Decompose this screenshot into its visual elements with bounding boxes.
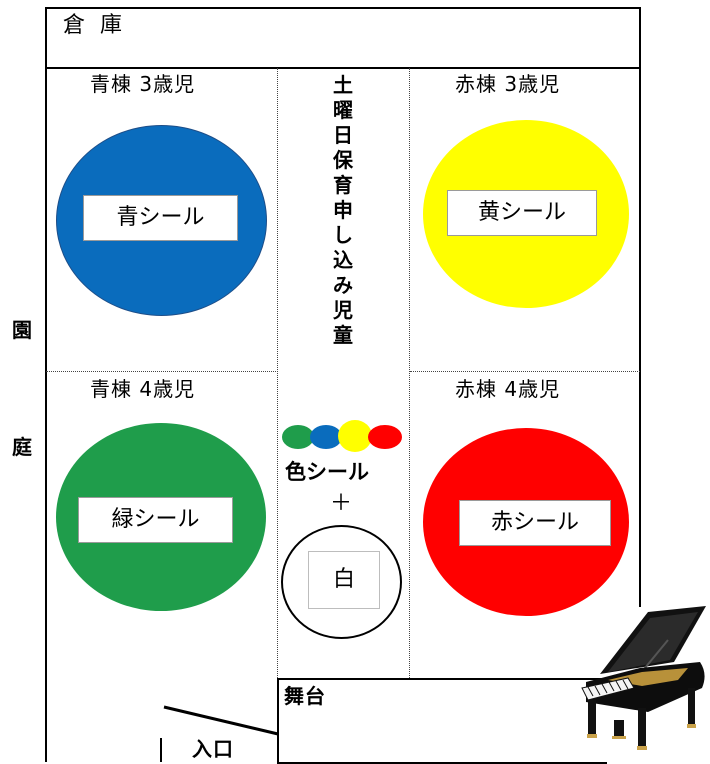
vertical-char: 童 [333,323,353,347]
stage-label: 舞台 [284,684,326,708]
vertical-char: 申 [333,198,353,222]
right-wall [639,7,641,607]
white-sticker-label: 白 [308,551,380,609]
sticker-label-red3: 黄シール [447,190,597,236]
room-title-blue3: 青棟 3歳児 [90,72,196,96]
room-title-blue4: 青棟 4歳児 [90,377,196,401]
sticker-label-blue4: 緑シール [78,497,233,543]
sticker-label-red4: 赤シール [459,500,611,546]
room-title-red3: 赤棟 3歳児 [455,72,561,96]
vertical-char: 込 [333,248,353,272]
storage-label: 倉 庫 [63,13,126,38]
vertical-char: 育 [333,173,353,197]
vertical-char: し [333,223,353,247]
center-column-right-line [409,68,410,678]
color-dot-green [282,425,314,449]
center-column-left-line [277,68,278,678]
left-wall [45,7,47,762]
entrance-label: 入口 [192,737,234,761]
vertical-char: 児 [333,298,353,322]
color-dot-blue [310,425,342,449]
garden-label-char-1: 園 [12,318,33,342]
saturday-childcare-label: 土曜日保育申し込み児童 [328,73,358,348]
vertical-char: 土 [333,73,353,97]
left-room-divider [46,371,278,372]
vertical-char: 曜 [333,98,353,122]
color-dot-yellow [338,420,372,452]
vertical-char: み [333,273,353,297]
room-title-red4: 赤棟 4歳児 [455,377,561,401]
entrance-post [160,738,162,762]
piano-icon [581,606,706,750]
entrance-door-line [163,705,279,736]
plus-sign: ＋ [330,491,354,516]
stage-box [277,678,607,764]
storage-bottom-line [45,67,641,69]
right-room-divider [410,371,640,372]
garden-label-char-2: 庭 [12,435,33,459]
vertical-char: 保 [333,148,353,172]
sticker-label-blue3: 青シール [83,195,238,241]
vertical-char: 日 [333,123,353,147]
color-dot-red [368,425,402,449]
color-sticker-label: 色シール [285,460,369,484]
top-border [45,7,641,9]
